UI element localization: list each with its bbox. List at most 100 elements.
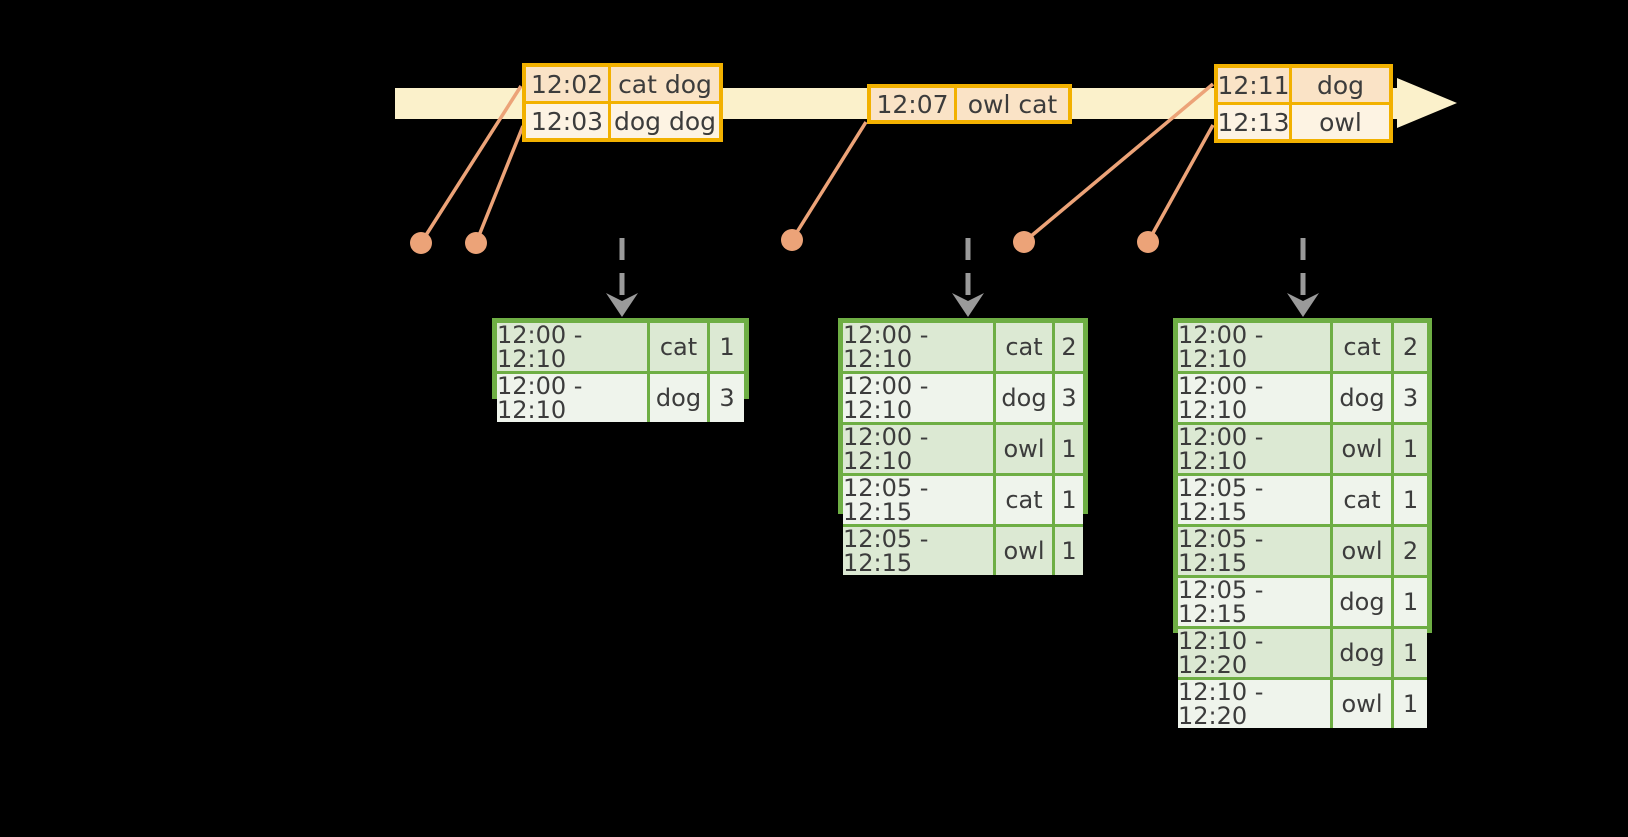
event-time: 12:11 (1217, 68, 1292, 102)
result-window: 12:00 - 12:10 (843, 323, 996, 371)
result-window: 12:10 - 12:20 (1178, 629, 1333, 677)
result-count: 1 (1394, 680, 1427, 728)
result-count: 1 (710, 323, 744, 371)
result-window: 12:00 - 12:10 (497, 374, 650, 422)
result-window: 12:00 - 12:10 (1178, 374, 1333, 422)
result-row: 12:05 - 12:15 cat 1 (1178, 473, 1427, 524)
result-count: 1 (1394, 476, 1427, 524)
event-row: 12:02 cat dog (526, 67, 719, 101)
event-row: 12:07 owl cat (871, 88, 1068, 120)
trigger-arrowhead-icon (1287, 293, 1319, 317)
event-words: owl (1292, 105, 1389, 139)
result-row: 12:05 - 12:15 dog 1 (1178, 575, 1427, 626)
result-count: 1 (1055, 425, 1083, 473)
trigger-arrows (606, 238, 1319, 317)
event-time: 12:07 (871, 88, 957, 120)
result-table-3: 12:00 - 12:10 cat 2 12:00 - 12:10 dog 3 … (1173, 318, 1432, 728)
result-window: 12:00 - 12:10 (1178, 323, 1333, 371)
event-row: 12:11 dog (1217, 68, 1389, 102)
result-count: 3 (1394, 374, 1427, 422)
result-count: 3 (710, 374, 744, 422)
result-word: owl (1333, 527, 1394, 575)
result-row: 12:00 - 12:10 owl 1 (1178, 422, 1427, 473)
result-word: owl (1333, 425, 1394, 473)
result-count: 1 (1394, 425, 1427, 473)
trigger-arrow-icon (1287, 238, 1319, 317)
result-word: dog (996, 374, 1055, 422)
result-row: 12:00 - 12:10 dog 3 (1178, 371, 1427, 422)
trigger-arrow-icon (606, 238, 638, 317)
result-window: 12:00 - 12:10 (497, 323, 650, 371)
result-window: 12:00 - 12:10 (843, 374, 996, 422)
result-word: cat (650, 323, 710, 371)
result-window: 12:05 - 12:15 (1178, 527, 1333, 575)
event-dot-icon (781, 229, 803, 251)
event-dot-icon (410, 232, 432, 254)
result-window: 12:05 - 12:15 (843, 527, 996, 575)
event-dot-icon (1013, 231, 1035, 253)
result-window: 12:00 - 12:10 (1178, 425, 1333, 473)
result-word: cat (1333, 323, 1394, 371)
result-count: 1 (1394, 629, 1427, 677)
result-row: 12:05 - 12:15 owl 1 (843, 524, 1083, 575)
result-word: cat (1333, 476, 1394, 524)
event-table-3: 12:11 dog 12:13 owl (1214, 64, 1393, 143)
result-count: 2 (1055, 323, 1083, 371)
result-word: cat (996, 476, 1055, 524)
event-connector-line (790, 121, 868, 241)
result-count: 2 (1394, 323, 1427, 371)
event-dot-icon (1137, 231, 1159, 253)
event-connector-line (1146, 124, 1215, 243)
event-table-2: 12:07 owl cat (867, 84, 1072, 124)
result-word: dog (1333, 629, 1394, 677)
result-row: 12:10 - 12:20 dog 1 (1178, 626, 1427, 677)
result-window: 12:05 - 12:15 (1178, 476, 1333, 524)
result-window: 12:00 - 12:10 (843, 425, 996, 473)
result-row: 12:10 - 12:20 owl 1 (1178, 677, 1427, 728)
result-table-1: 12:00 - 12:10 cat 1 12:00 - 12:10 dog 3 (492, 318, 749, 422)
event-connector-line (1022, 82, 1215, 244)
result-row: 12:00 - 12:10 dog 3 (497, 371, 744, 422)
event-words: dog dog (611, 104, 719, 138)
event-connector-line (474, 125, 525, 244)
result-word: owl (996, 527, 1055, 575)
event-table-1: 12:02 cat dog 12:03 dog dog (522, 63, 723, 142)
timeline-arrowhead-icon (1397, 78, 1457, 128)
event-dot-icon (465, 232, 487, 254)
result-word: owl (1333, 680, 1394, 728)
result-row: 12:00 - 12:10 owl 1 (843, 422, 1083, 473)
result-window: 12:05 - 12:15 (843, 476, 996, 524)
trigger-arrowhead-icon (952, 293, 984, 317)
result-row: 12:05 - 12:15 owl 2 (1178, 524, 1427, 575)
event-connector-lines (419, 82, 1215, 244)
result-count: 1 (1055, 527, 1083, 575)
event-time: 12:02 (526, 67, 611, 101)
event-time: 12:13 (1217, 105, 1292, 139)
result-row: 12:00 - 12:10 dog 3 (843, 371, 1083, 422)
event-connector-line (419, 85, 523, 244)
result-count: 1 (1394, 578, 1427, 626)
event-row: 12:03 dog dog (526, 101, 719, 138)
result-word: owl (996, 425, 1055, 473)
event-dots (410, 229, 1159, 254)
result-row: 12:00 - 12:10 cat 1 (497, 323, 744, 371)
result-row: 12:00 - 12:10 cat 2 (1178, 323, 1427, 371)
result-word: dog (1333, 578, 1394, 626)
trigger-arrow-icon (952, 238, 984, 317)
result-table-2: 12:00 - 12:10 cat 2 12:00 - 12:10 dog 3 … (838, 318, 1088, 575)
event-time: 12:03 (526, 104, 611, 138)
result-word: cat (996, 323, 1055, 371)
result-count: 3 (1055, 374, 1083, 422)
result-count: 1 (1055, 476, 1083, 524)
result-count: 2 (1394, 527, 1427, 575)
event-words: cat dog (611, 67, 719, 101)
result-row: 12:00 - 12:10 cat 2 (843, 323, 1083, 371)
result-word: dog (1333, 374, 1394, 422)
event-words: owl cat (957, 88, 1068, 120)
result-word: dog (650, 374, 710, 422)
result-row: 12:05 - 12:15 cat 1 (843, 473, 1083, 524)
event-row: 12:13 owl (1217, 102, 1389, 139)
event-words: dog (1292, 68, 1389, 102)
result-window: 12:05 - 12:15 (1178, 578, 1333, 626)
